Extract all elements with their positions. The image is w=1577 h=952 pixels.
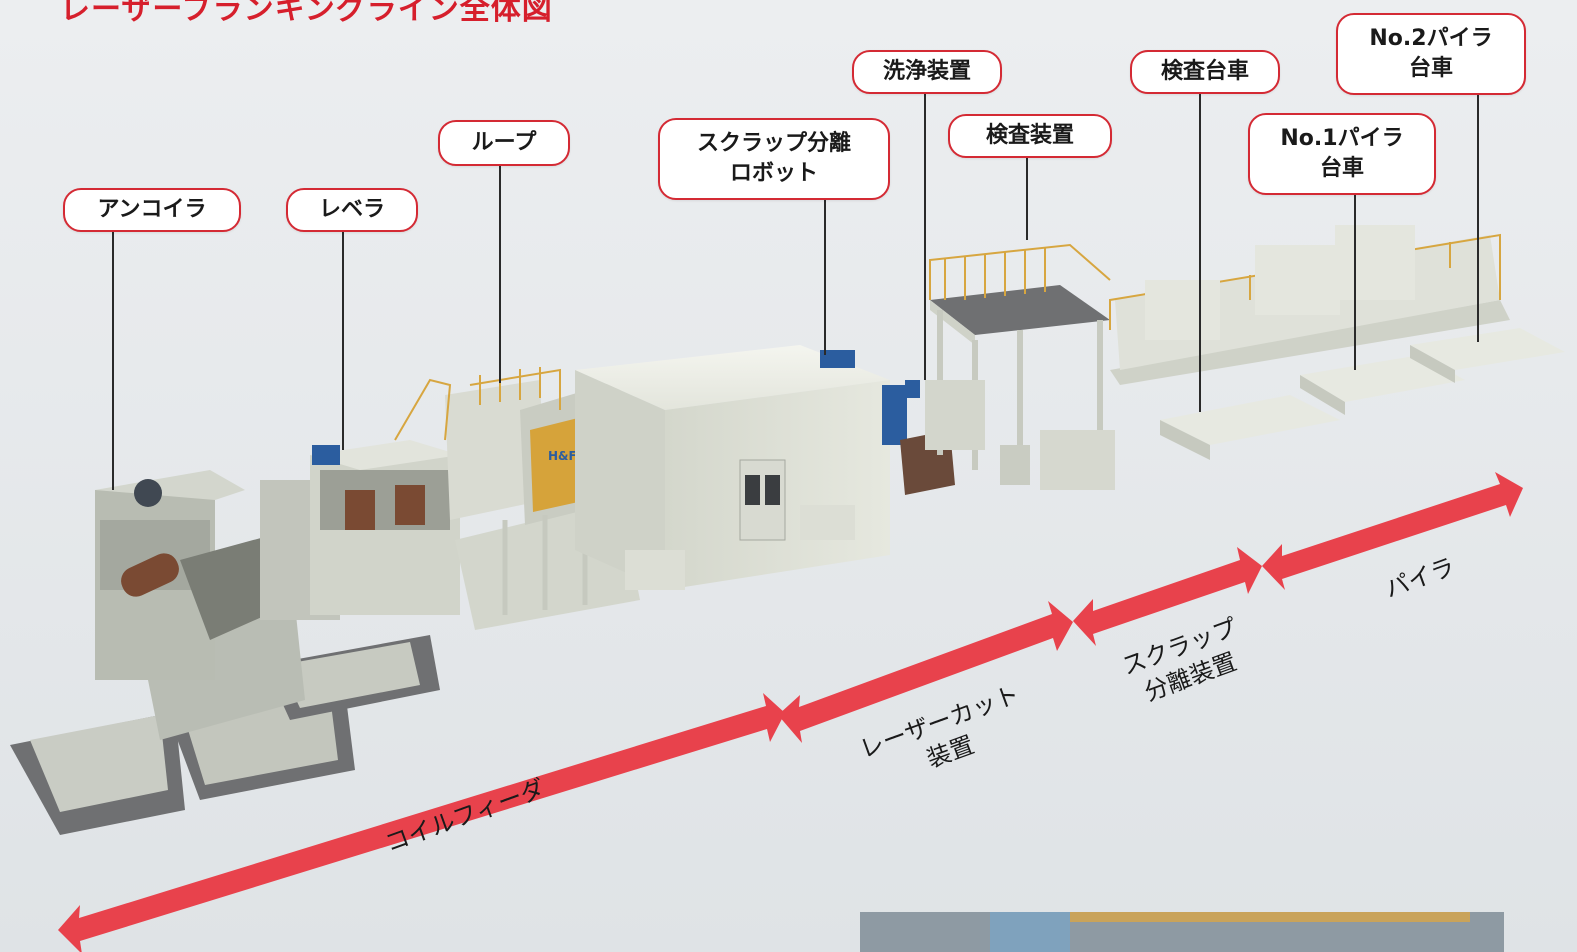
callout-inspection-device: 検査装置 [948,114,1112,158]
callout-washer: 洗浄装置 [852,50,1002,94]
uncoiler-machine [10,470,440,835]
callout-uncoiler: アンコイラ [63,188,241,232]
segment-arrows [58,472,1523,952]
arrow-pyler [1262,472,1523,590]
callout-pyler1-cart: No.1パイラ 台車 [1248,113,1436,195]
callout-inspection-cart: 検査台車 [1130,50,1280,94]
laser-cut-enclosure [575,345,890,590]
callout-pyler2-cart: No.2パイラ 台車 [1336,13,1526,95]
callout-scrap-robot: スクラップ分離 ロボット [658,118,890,200]
pyler-section [1040,225,1565,490]
arrow-coil-feeder [58,693,785,952]
callout-leveler: レベラ [286,188,418,232]
arrow-scrap-separator [1073,547,1262,646]
callout-loop: ループ [438,120,570,166]
arrow-laser-cut [778,601,1073,743]
leveler-machine [260,440,460,620]
callout-leader-lines [112,90,1479,490]
page-title: レーザーブランキングライン全体図 [60,0,553,27]
machine-logo: H&F [548,449,577,463]
